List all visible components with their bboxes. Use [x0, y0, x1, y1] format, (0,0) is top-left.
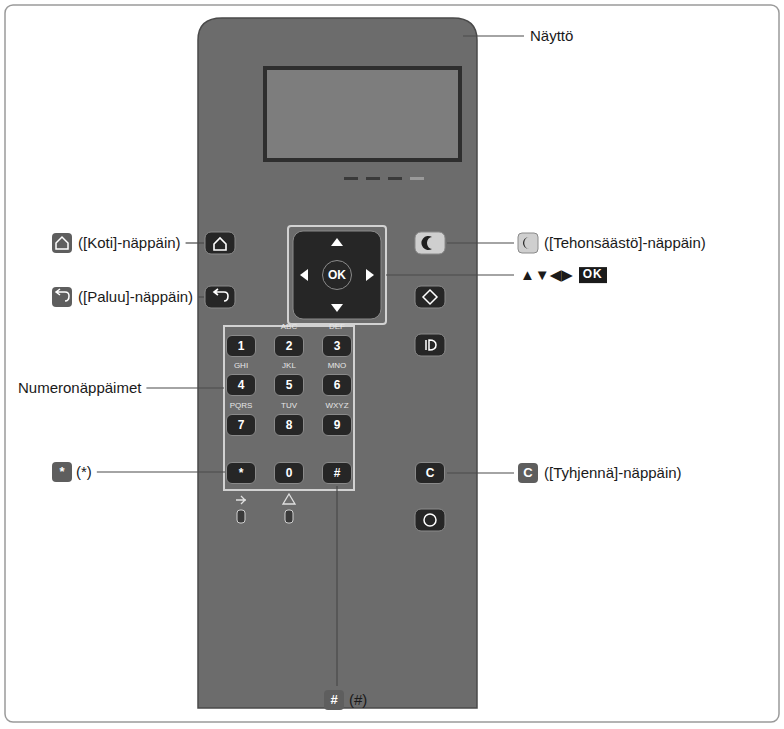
- hash-icon: #: [324, 690, 344, 710]
- key-letters: GHI: [217, 362, 265, 370]
- power-legend-icon: [518, 233, 538, 253]
- home-legend-glyph: [56, 237, 68, 249]
- leader-line: [336, 486, 337, 686]
- key-legend: 2: [286, 340, 293, 352]
- home-icon: [214, 238, 226, 250]
- key-letters: WXYZ: [313, 402, 361, 410]
- key-letters: DEF: [313, 323, 361, 331]
- keypad-key: JKL5: [274, 374, 304, 396]
- key-legend: 1: [238, 340, 245, 352]
- key-letters: PQRS: [217, 402, 265, 410]
- ok-icon: OK: [579, 267, 607, 283]
- part-name: Numeronäppäimet: [18, 379, 141, 396]
- part-name: ([Koti]-näppäin): [78, 234, 181, 251]
- keypad-key: PQRS7: [226, 414, 256, 436]
- keypad-key: 0: [274, 462, 304, 484]
- nav-pad: [293, 231, 381, 319]
- start-key: [415, 286, 445, 308]
- back-icon: [214, 289, 228, 301]
- part-name: ([Paluu]-näppäin): [78, 288, 193, 305]
- part-name: (*): [76, 463, 92, 480]
- display-screen: [265, 68, 460, 160]
- nav-arrows: [300, 238, 374, 312]
- part-name: (#): [349, 691, 367, 708]
- key-legend: 3: [334, 340, 341, 352]
- keypad-key: 1: [226, 335, 256, 357]
- nav-outline: [288, 226, 386, 324]
- home-key: [205, 232, 235, 254]
- home-legend-icon: [52, 233, 72, 253]
- keypad-key: WXYZ9: [322, 414, 352, 436]
- moon-icon: [421, 236, 432, 250]
- arrow-keys-name: ▲▼◀▶: [520, 266, 573, 283]
- stop-key: [415, 509, 445, 531]
- ok-key: OK: [322, 260, 352, 290]
- keypad-key: C: [415, 462, 445, 484]
- stop-icon: [424, 514, 436, 526]
- keypad-key: MNO6: [322, 374, 352, 396]
- status-leds: [344, 177, 424, 180]
- key-legend: 8: [286, 419, 293, 431]
- id-key: [415, 334, 445, 356]
- keypad-key: ABC2: [274, 335, 304, 357]
- key-legend: 9: [334, 419, 341, 431]
- leader-line: [146, 387, 224, 388]
- figure-frame: [5, 5, 779, 722]
- indicator-lamps: [236, 494, 295, 523]
- leader-line: [447, 472, 514, 473]
- leader-line: [186, 242, 204, 243]
- key-letters: TUV: [265, 402, 313, 410]
- key-legend: 4: [238, 379, 245, 391]
- power-save-key: [415, 232, 445, 254]
- panel-body: [198, 18, 477, 708]
- keypad-key: GHI4: [226, 374, 256, 396]
- part-name: Näyttö: [530, 27, 573, 44]
- leader-line: [463, 35, 524, 36]
- keypad-key: DEF3: [322, 335, 352, 357]
- key-letters: JKL: [265, 362, 313, 370]
- id-icon: [426, 340, 436, 350]
- leader-line: [97, 471, 225, 472]
- part-name: ([Tehonsäästö]-näppäin): [544, 234, 706, 251]
- clear-icon: C: [518, 463, 538, 483]
- key-legend: 0: [286, 467, 293, 479]
- part-name: ([Tyhjennä]-näppäin): [544, 464, 682, 481]
- key-legend: 6: [334, 379, 341, 391]
- key-legend: C: [426, 467, 435, 479]
- key-letters: ABC: [265, 323, 313, 331]
- diamond-icon: [423, 290, 437, 304]
- key-legend: *: [239, 467, 244, 479]
- back-legend-glyph: [56, 289, 69, 301]
- key-legend: OK: [328, 269, 346, 281]
- key-legend: 7: [238, 419, 245, 431]
- leader-line: [198, 296, 204, 297]
- key-letters: MNO: [313, 362, 361, 370]
- leader-line: [447, 242, 514, 243]
- power-legend-glyph: [523, 237, 529, 249]
- keypad-key: *: [226, 462, 256, 484]
- back-legend-icon: [52, 287, 72, 307]
- star-icon: *: [52, 462, 72, 482]
- key-legend: #: [334, 467, 341, 479]
- back-key: [205, 286, 235, 308]
- keypad-key: #: [322, 462, 352, 484]
- keypad-key: TUV8: [274, 414, 304, 436]
- key-legend: 5: [286, 379, 293, 391]
- leader-line: [386, 274, 514, 275]
